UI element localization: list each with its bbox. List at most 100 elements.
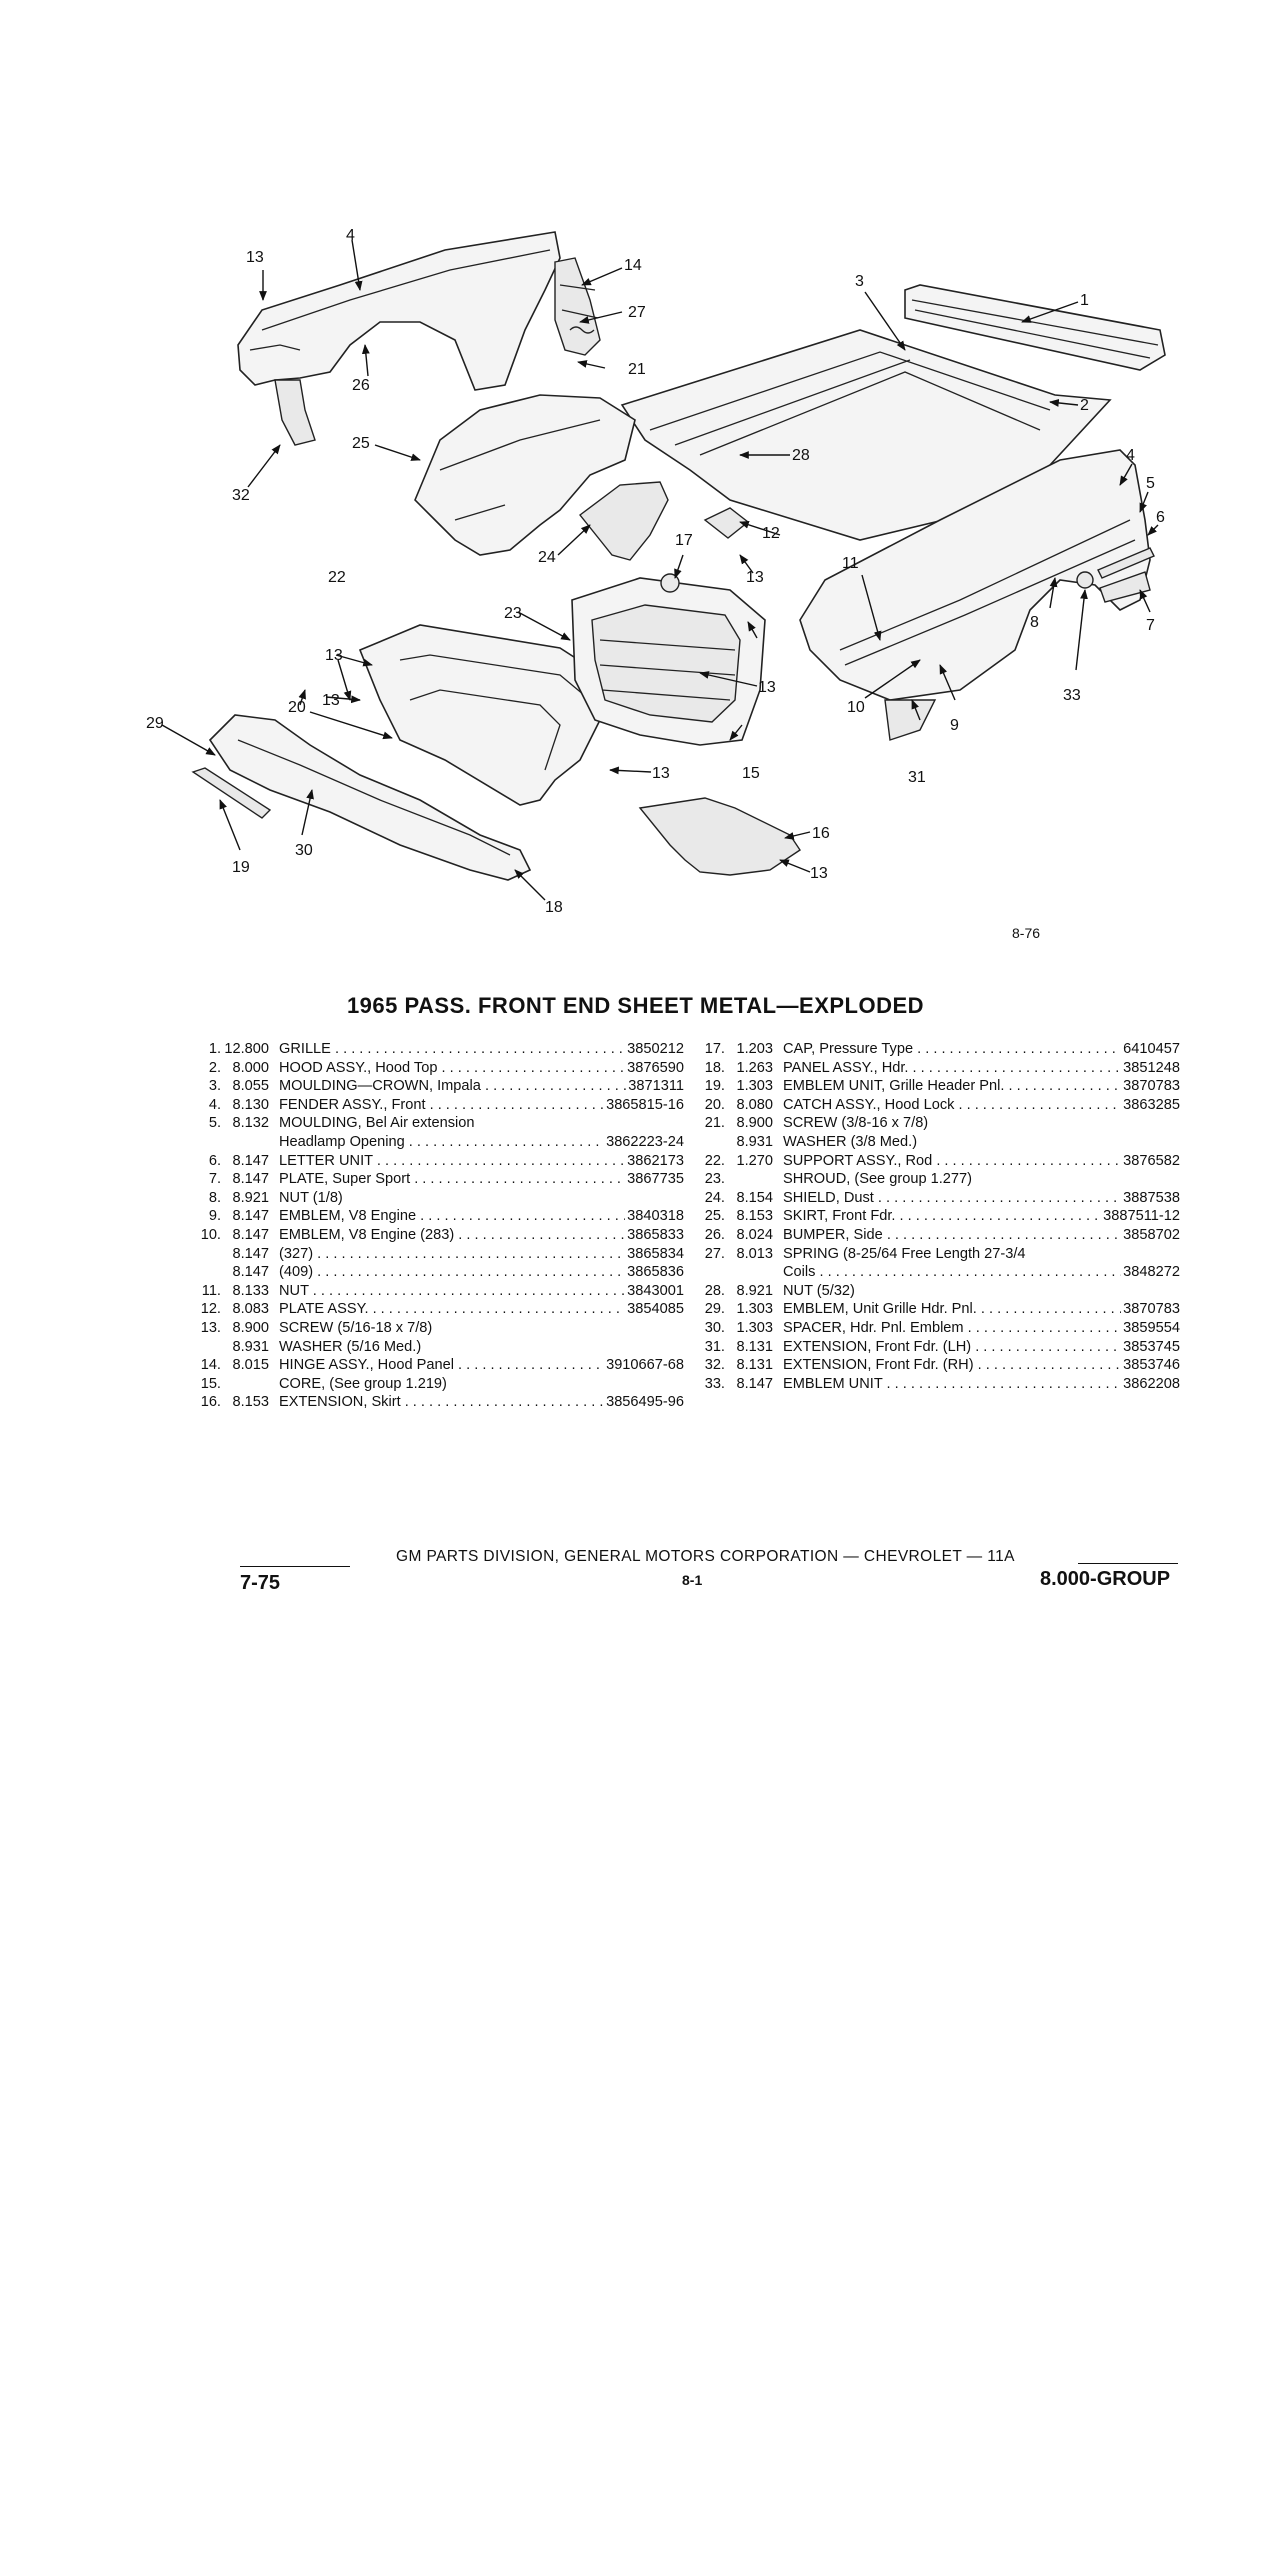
part-description: WASHER (5/16 Med.): [279, 1338, 422, 1355]
part-description: (409): [279, 1263, 625, 1282]
group-number: 8.055: [232, 1078, 269, 1095]
group-number: [221, 1133, 269, 1152]
part-description: EMBLEM UNIT, Grille Header Pnl.: [783, 1077, 1121, 1096]
page-title: 1965 PASS. FRONT END SHEET METAL—EXPLODE…: [346, 993, 925, 1018]
callout-label: 25: [352, 435, 370, 452]
part-description: EXTENSION, Front Fdr. (RH): [783, 1356, 1121, 1375]
part-number-index: 32.: [704, 1357, 725, 1374]
part-number: 3850212: [627, 1041, 684, 1057]
part-description: CORE, (See group 1.219): [279, 1375, 447, 1392]
callout-label: 4: [346, 227, 355, 244]
part-number: 3876582: [1123, 1152, 1180, 1169]
group-number: 8.900: [736, 1115, 773, 1132]
part-number: 3870783: [1123, 1078, 1180, 1095]
part-number-index: 7.: [208, 1171, 221, 1188]
part-description: (327): [279, 1245, 625, 1264]
callout-label: 22: [328, 569, 346, 586]
group-number: 1.303: [736, 1319, 773, 1336]
callout-label: 31: [908, 769, 926, 786]
part-number-index: [700, 1263, 725, 1282]
callout-label: 13: [322, 692, 340, 709]
callout-label: 32: [232, 487, 250, 504]
part-number: [682, 1338, 684, 1357]
part-number-index: 18.: [704, 1059, 725, 1076]
callout-label: 7: [1146, 617, 1155, 634]
part-description: EMBLEM, V8 Engine (283): [279, 1226, 625, 1245]
radiator-support-part: [358, 624, 627, 806]
group-number: 8.147: [232, 1208, 269, 1225]
header-panel-part: [191, 714, 532, 881]
part-number: 3867735: [627, 1171, 684, 1188]
callout-label: 20: [288, 699, 306, 716]
callout-label: 11: [842, 555, 859, 572]
group-number: 8.153: [736, 1208, 773, 1225]
group-number: 1.303: [736, 1301, 773, 1318]
part-description: GRILLE: [279, 1040, 625, 1059]
parts-row: 15.CORE, (See group 1.219): [196, 1375, 684, 1394]
part-number-index: 29.: [704, 1301, 725, 1318]
grille-part: [904, 284, 1166, 371]
callout-label: 2: [1080, 397, 1089, 414]
exploded-diagram: 1 2 3 4 4 5 6 7 8 9 10 11 12 13 13 13 13…: [146, 227, 1166, 916]
part-number-index: 11.: [201, 1282, 221, 1299]
footer-page-number: 8-1: [682, 1572, 703, 1588]
callout-label: 13: [652, 765, 670, 782]
part-number: 3848272: [1123, 1264, 1180, 1281]
part-number: [682, 1375, 684, 1394]
group-number: 8.921: [232, 1189, 269, 1206]
part-number: 3840318: [627, 1208, 684, 1225]
parts-row: 11.8.133NUT3843001: [196, 1282, 684, 1301]
part-number-index: 31.: [704, 1338, 725, 1355]
callout-label: 13: [758, 679, 776, 696]
part-number-index: 24.: [704, 1189, 725, 1206]
part-description: EXTENSION, Front Fdr. (LH): [783, 1338, 1121, 1357]
part-number: 3910667-68: [606, 1357, 684, 1374]
part-number-index: 1.: [208, 1041, 221, 1057]
callout-label: 19: [232, 859, 250, 876]
part-number-index: [196, 1245, 221, 1264]
part-number-index: 19.: [704, 1078, 725, 1095]
left-fender-part: [237, 231, 561, 446]
callout-labels: 1 2 3 4 4 5 6 7 8 9 10 11 12 13 13 13 13…: [146, 227, 1165, 916]
leader-lines: [161, 239, 1159, 901]
part-description: FENDER ASSY., Front: [279, 1096, 604, 1115]
part-number: 3854085: [627, 1301, 684, 1318]
part-number-index: [700, 1133, 725, 1152]
callout-label: 26: [352, 377, 370, 394]
callout-label: 5: [1146, 475, 1155, 492]
hinge-assembly-part: [554, 257, 601, 356]
group-number: 8.015: [232, 1357, 269, 1374]
part-number-index: 28.: [704, 1282, 725, 1299]
callout-label: 8: [1030, 614, 1039, 631]
group-number: 8.147: [736, 1375, 773, 1392]
group-number: [221, 1375, 269, 1394]
part-description: Headlamp Opening: [279, 1133, 604, 1152]
part-description: HINGE ASSY., Hood Panel: [279, 1356, 604, 1375]
group-number: 8.147: [232, 1152, 269, 1169]
parts-row: 8.147(409)3865836: [196, 1263, 684, 1282]
part-number-index: 5.: [208, 1115, 221, 1132]
part-number-index: 20.: [704, 1096, 725, 1113]
part-number-index: 4.: [208, 1096, 221, 1113]
callout-label: 27: [628, 304, 646, 321]
part-number: 3862223-24: [606, 1133, 684, 1150]
callout-label: 21: [628, 361, 646, 378]
group-number: 8.147: [232, 1245, 269, 1262]
part-number-index: 6.: [208, 1152, 221, 1169]
part-description: Coils: [783, 1263, 1121, 1282]
